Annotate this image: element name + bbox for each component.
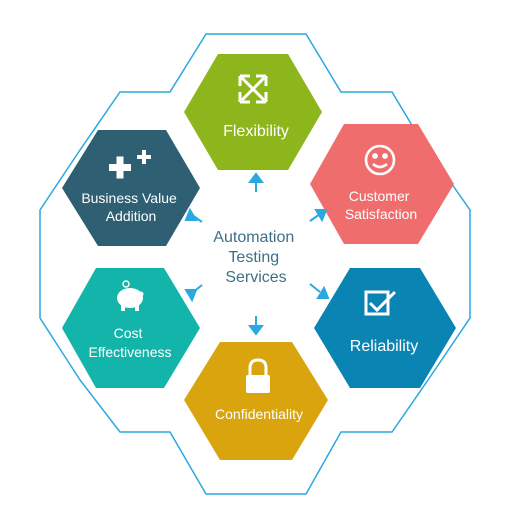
center-line: Services [225, 269, 286, 286]
label-line: Flexibility [223, 123, 289, 140]
label-line: Business Value [81, 190, 177, 206]
arrow-to-cost-effectiveness [184, 284, 203, 303]
piggy-bank-icon [117, 280, 144, 311]
checkbox-icon [364, 290, 397, 316]
arrow-to-flexibility [248, 172, 264, 192]
center-line: Testing [228, 249, 279, 266]
padlock-icon [246, 358, 270, 393]
arrow-to-business-value-addition [184, 207, 203, 223]
label-line: Reliability [350, 338, 418, 355]
arrow-to-confidentiality [248, 316, 264, 336]
hex-label: Customer Satisfaction [345, 188, 417, 222]
label-line: Cost [114, 325, 143, 341]
label-line: Customer [349, 188, 410, 204]
plus-plus-icon [109, 150, 151, 179]
hex-customer-satisfaction: Customer Satisfaction [310, 124, 454, 244]
hex-label: Confidentiality [215, 406, 303, 422]
connector-arrows [184, 172, 330, 336]
hex-label: Business Value Addition [81, 190, 180, 224]
center-title: Automation Testing Services [213, 229, 298, 286]
hex-flexibility: Flexibility [184, 54, 322, 170]
hex-cost-effectiveness: Cost Effectiveness [62, 268, 200, 388]
smiley-face-icon [364, 144, 396, 176]
label-line: Confidentiality [215, 406, 303, 422]
arrow-to-reliability [309, 283, 330, 299]
hex-label: Flexibility [223, 123, 289, 140]
hex-label: Cost Effectiveness [88, 325, 171, 360]
label-line: Addition [106, 208, 157, 224]
hex-label: Reliability [350, 338, 418, 355]
hex-business-value-addition: Business Value Addition [62, 130, 200, 246]
hex-confidentiality: Confidentiality [184, 342, 328, 460]
label-line: Satisfaction [345, 206, 417, 222]
hex-reliability: Reliability [314, 268, 456, 388]
outer-outline [39, 33, 471, 495]
expand-arrows-icon [238, 74, 268, 104]
center-line: Automation [213, 229, 294, 246]
arrow-to-customer-satisfaction [309, 209, 328, 223]
label-line: Effectiveness [88, 344, 171, 360]
